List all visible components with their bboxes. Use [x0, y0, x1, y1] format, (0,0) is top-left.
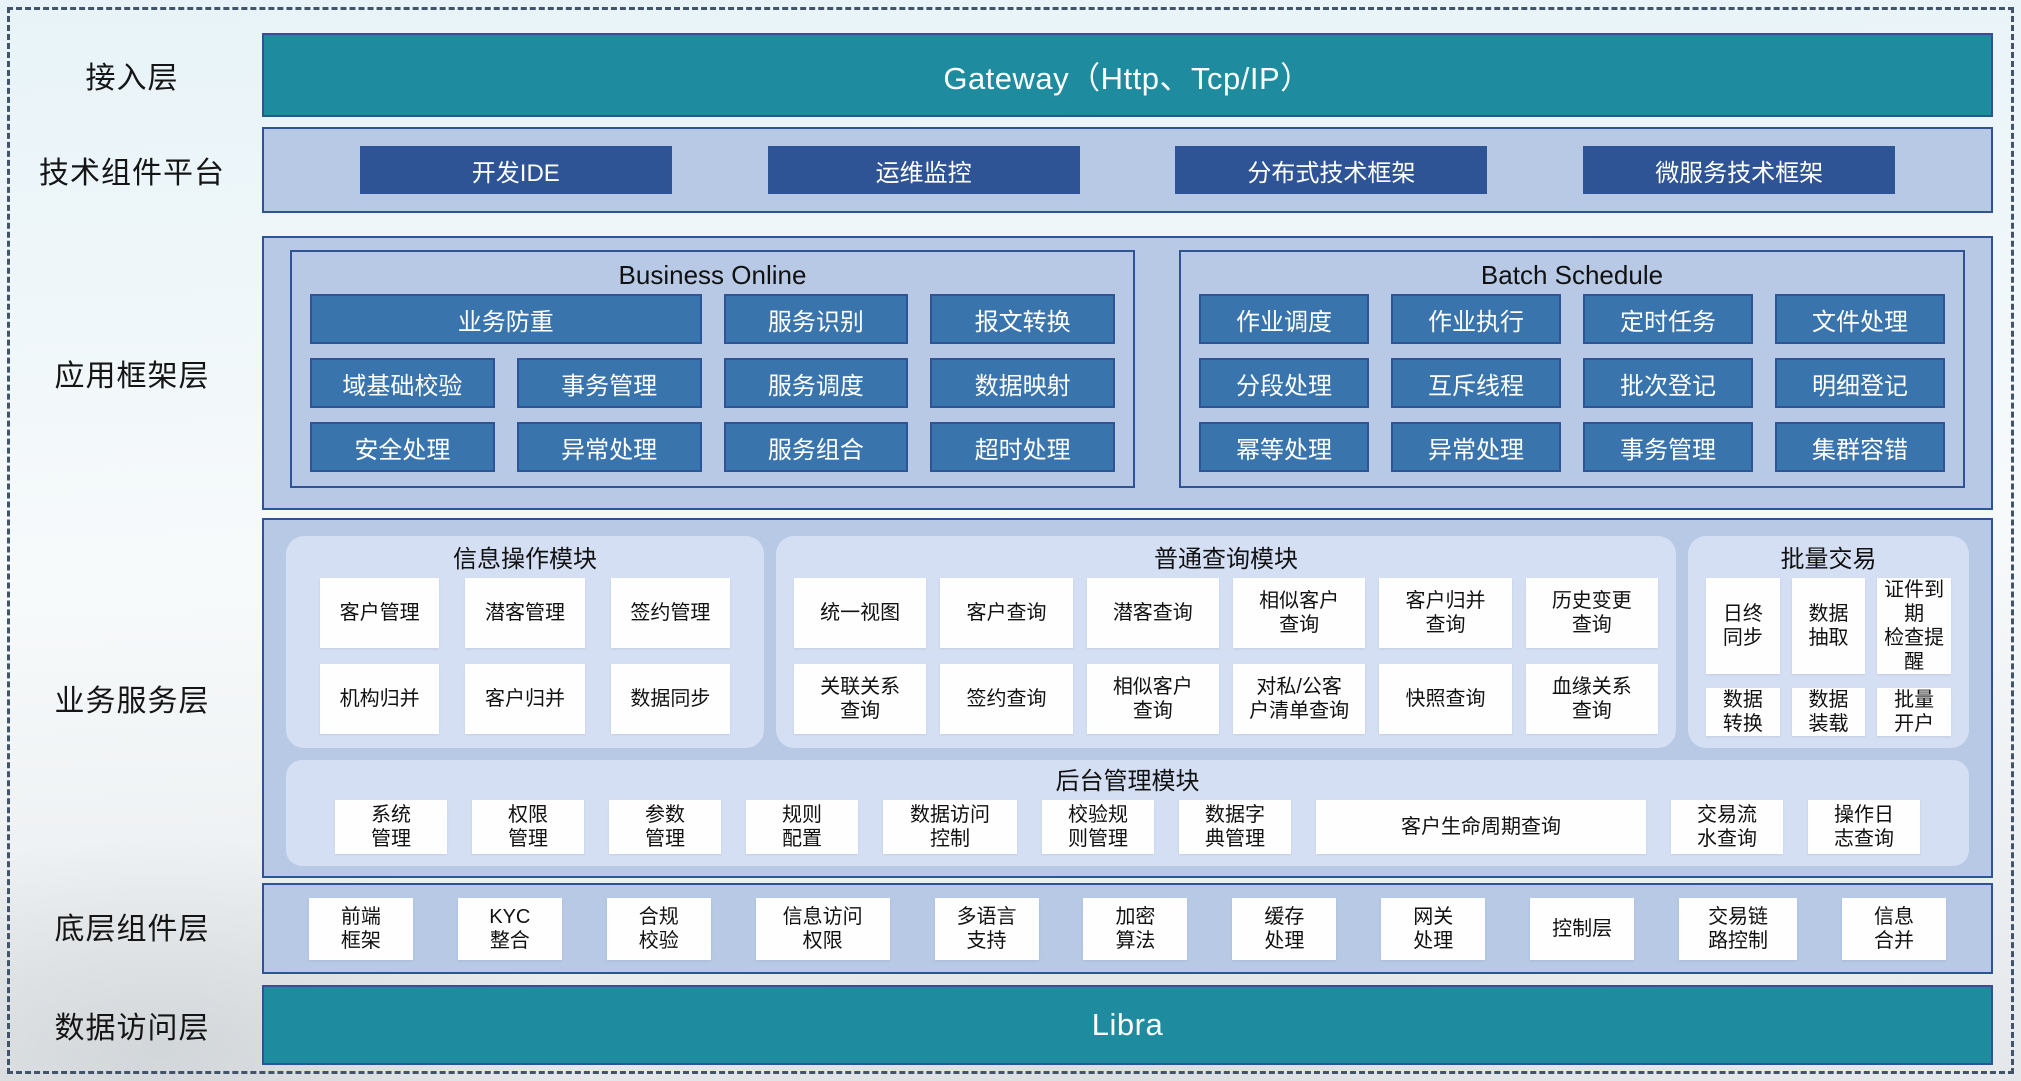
- module-box: 数据 装载: [1791, 688, 1866, 736]
- module-box: 服务组合: [723, 422, 909, 472]
- module-box: 关联关系 查询: [794, 664, 927, 734]
- module-box: 历史变更 查询: [1525, 578, 1658, 648]
- module-box: 血缘关系 查询: [1525, 664, 1658, 734]
- module-box: 报文转换: [930, 294, 1115, 344]
- module-box: 合规 校验: [606, 897, 711, 960]
- module-box-distributed-fw: 分布式技术框架: [1175, 146, 1488, 194]
- module-box: 数据同步: [610, 664, 730, 734]
- module-box: 数据字 典管理: [1179, 800, 1291, 854]
- module-box: 客户归并: [465, 664, 585, 734]
- layer-label-data-access: 数据访问层: [54, 1012, 210, 1045]
- layer-label-framework: 应用框架层: [54, 360, 210, 393]
- module-box: 信息 合并: [1841, 897, 1946, 960]
- module-box: 超时处理: [930, 422, 1115, 472]
- module-box: 对私/公客 户清单查询: [1232, 664, 1366, 734]
- module-box: 服务调度: [723, 358, 909, 408]
- module-box: KYC 整合: [457, 897, 562, 960]
- module-box: 数据映射: [930, 358, 1115, 408]
- gateway-bar: Gateway（Http、Tcp/IP）: [262, 33, 1993, 117]
- layer-label-service: 业务服务层: [54, 685, 210, 718]
- module-box: 服务识别: [723, 294, 909, 344]
- module-box: 集群容错: [1775, 422, 1945, 472]
- libra-bar: Libra: [262, 985, 1993, 1065]
- batch-trade-title: 批量交易: [1780, 546, 1877, 573]
- module-box: 加密 算法: [1083, 897, 1188, 960]
- batch-schedule-title: Batch Schedule: [1480, 260, 1664, 290]
- module-box: 多语言 支持: [934, 897, 1039, 960]
- module-box: 分段处理: [1199, 358, 1369, 408]
- module-box-microservice-fw: 微服务技术框架: [1583, 146, 1896, 194]
- module-box: 潜客管理: [465, 578, 585, 648]
- module-box: 异常处理: [1391, 422, 1561, 472]
- module-box: 业务防重: [310, 294, 702, 344]
- module-box: 明细登记: [1775, 358, 1945, 408]
- base-components-band: 前端 框架 KYC 整合 合规 校验 信息访问 权限 多语言 支持 加密 算法 …: [262, 883, 1993, 974]
- layer-label-base: 底层组件层: [54, 913, 210, 946]
- module-box: 批次登记: [1583, 358, 1753, 408]
- module-box: 异常处理: [516, 422, 702, 472]
- query-panel: 普通查询模块 统一视图 客户查询 潜客查询 相似客户 查询 客户归并 查询 历史…: [776, 536, 1676, 748]
- module-box: 权限 管理: [472, 800, 584, 854]
- module-box: 参数 管理: [609, 800, 721, 854]
- module-box: 幂等处理: [1199, 422, 1369, 472]
- app-framework-band: Business Online 业务防重 服务识别 报文转换 域基础校验 事务管…: [262, 236, 1993, 510]
- admin-panel: 后台管理模块 系统 管理 权限 管理 参数 管理 规则 配置 数据访问 控制 校…: [286, 760, 1969, 866]
- admin-title: 后台管理模块: [1055, 768, 1200, 795]
- module-box: 快照查询: [1379, 664, 1512, 734]
- layer-label-tech: 技术组件平台: [39, 157, 225, 190]
- module-box: 事务管理: [516, 358, 702, 408]
- module-box: 批量 开户: [1877, 688, 1951, 736]
- module-box: 定时任务: [1583, 294, 1753, 344]
- module-box: 控制层: [1530, 897, 1635, 960]
- business-online-title: Business Online: [618, 260, 807, 290]
- module-box: 作业调度: [1199, 294, 1369, 344]
- module-box: 系统 管理: [335, 800, 447, 854]
- module-box: 事务管理: [1583, 422, 1753, 472]
- module-box: 安全处理: [310, 422, 495, 472]
- module-box: 潜客查询: [1086, 578, 1219, 648]
- module-box: 数据访问 控制: [883, 800, 1017, 854]
- module-box: 互斥线程: [1391, 358, 1561, 408]
- module-box: 证件到期 检查提醒: [1877, 578, 1951, 674]
- module-box: 签约查询: [940, 664, 1073, 734]
- module-box: 签约管理: [610, 578, 730, 648]
- module-box: 客户生命周期查询: [1316, 800, 1646, 854]
- info-operation-panel: 信息操作模块 客户管理 潜客管理 签约管理 机构归并 客户归并 数据同步: [286, 536, 764, 748]
- module-box: 网关 处理: [1381, 897, 1486, 960]
- module-box: 机构归并: [320, 664, 440, 734]
- module-box: 交易链 路控制: [1679, 897, 1798, 960]
- module-box: 校验规 则管理: [1042, 800, 1154, 854]
- module-box: 文件处理: [1775, 294, 1945, 344]
- module-box: 客户查询: [940, 578, 1073, 648]
- module-box: 相似客户 查询: [1232, 578, 1366, 648]
- tech-platform-band: 开发IDE 运维监控 分布式技术框架 微服务技术框架: [262, 127, 1993, 213]
- module-box: 数据 转换: [1706, 688, 1780, 736]
- batch-trade-panel: 批量交易 日终 同步 数据 抽取 证件到期 检查提醒 数据 转换 数据 装载 批…: [1688, 536, 1969, 748]
- module-box-ops-monitor: 运维监控: [767, 146, 1080, 194]
- module-box: 作业执行: [1391, 294, 1561, 344]
- query-title: 普通查询模块: [1154, 546, 1298, 573]
- module-box: 域基础校验: [310, 358, 495, 408]
- business-online-panel: Business Online 业务防重 服务识别 报文转换 域基础校验 事务管…: [290, 250, 1135, 488]
- module-box: 操作日 志查询: [1808, 800, 1920, 854]
- batch-schedule-panel: Batch Schedule 作业调度 作业执行 定时任务 文件处理 分段处理 …: [1179, 250, 1965, 488]
- module-box: 交易流 水查询: [1671, 800, 1783, 854]
- layer-label-access: 接入层: [85, 62, 179, 95]
- module-box: 相似客户 查询: [1086, 664, 1219, 734]
- module-box: 规则 配置: [746, 800, 858, 854]
- module-box: 客户归并 查询: [1379, 578, 1512, 648]
- module-box: 统一视图: [794, 578, 927, 648]
- module-box-dev-ide: 开发IDE: [359, 146, 672, 194]
- business-service-band: 信息操作模块 客户管理 潜客管理 签约管理 机构归并 客户归并 数据同步 普通查…: [262, 518, 1993, 878]
- module-box: 信息访问 权限: [755, 897, 890, 960]
- module-box: 数据 抽取: [1791, 578, 1866, 674]
- module-box: 客户管理: [320, 578, 440, 648]
- module-box: 前端 框架: [308, 897, 413, 960]
- info-operation-title: 信息操作模块: [453, 546, 597, 573]
- module-box: 缓存 处理: [1232, 897, 1337, 960]
- module-box: 日终 同步: [1706, 578, 1780, 674]
